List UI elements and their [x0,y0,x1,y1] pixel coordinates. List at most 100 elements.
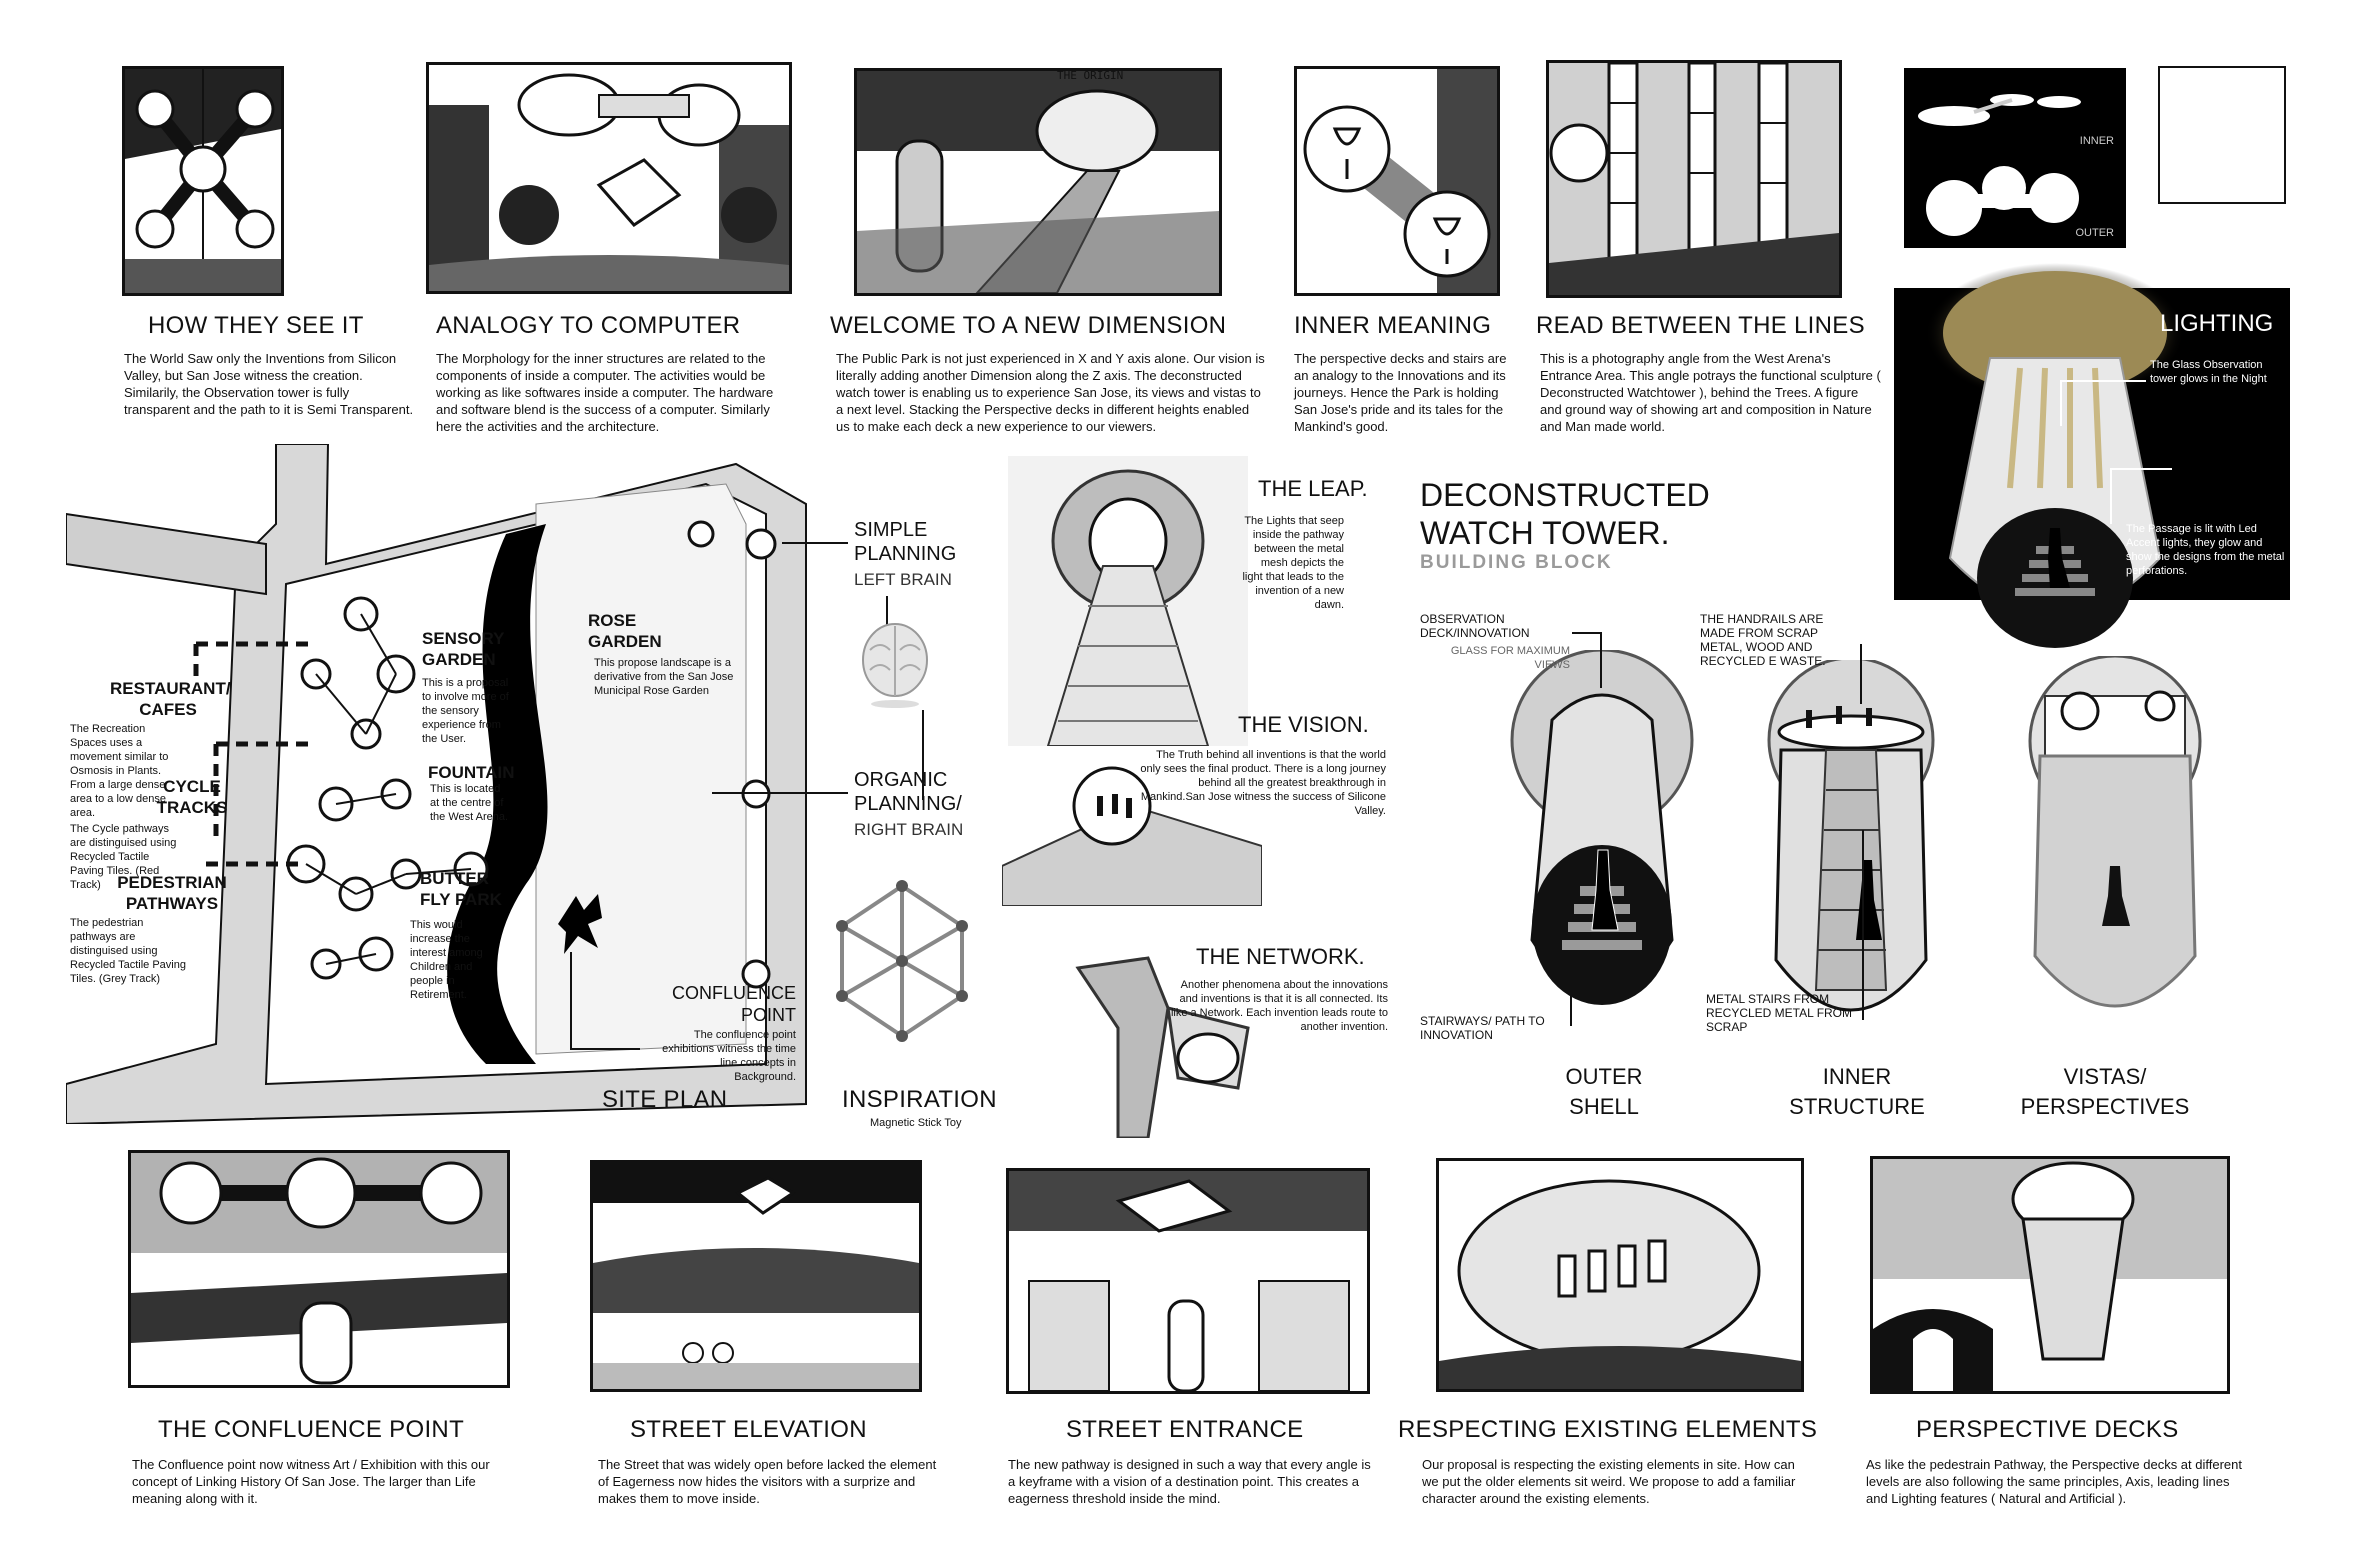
title-site-plan: SITE PLAN [602,1086,728,1113]
sketch-note: THE ORIGIN [1057,69,1124,82]
stairways-label: STAIRWAYS/ PATH TO INNOVATION [1420,1014,1545,1042]
text-confluence: The confluence point exhibitions witness… [662,1029,796,1083]
label-inner-structure: INNER STRUCTURE [1789,1064,1925,1119]
empty-frame [2158,66,2286,204]
inner-structure-illustration [1767,660,1935,1012]
outer-shell-illustration [1510,650,1694,1005]
site-plan-map [66,444,807,1124]
tower-title-2: WATCH TOWER. [1420,515,1670,551]
computer-sketch-icon [429,65,789,291]
title-confluence-point: THE CONFLUENCE POINT [158,1416,465,1443]
tower-subtitle: BUILDING BLOCK [1420,552,1613,573]
sketch-existing-elements [1436,1158,1804,1392]
leader-line [1572,632,1602,634]
metal-stairs-label: METAL STAIRS FROM RECYCLED METAL FROM SC… [1706,992,1853,1034]
sketch-confluence-point [128,1150,510,1388]
street-elevation-sketch-icon [593,1163,919,1389]
title-network: THE NETWORK. [1196,944,1365,969]
trees-sketch-icon [1549,63,1839,295]
label-fountain: FOUNTAIN [428,763,515,782]
desc-new-dimension: The Public Park is not just experienced … [836,351,1265,434]
desc-perspective-decks: As like the pedestrain Pathway, the Pers… [1866,1457,2243,1506]
label-restaurant: RESTAURANT/ CAFES [110,679,231,719]
leader-line [782,542,848,544]
text-sensory: This is a proposal to involve more of th… [422,677,509,745]
perspective-decks-sketch-icon [1873,1159,2227,1391]
vistas-illustration [2028,656,2202,1008]
obs-sub: GLASS FOR MAXIMUM VIEWS [1450,645,1570,671]
text-pedestrian: The pedestrian pathways are distinguised… [70,917,186,985]
existing-elements-sketch-icon [1439,1161,1801,1389]
origin-sketch-icon [857,71,1219,293]
leader-line [922,710,924,800]
title-leap: THE LEAP. [1258,476,1368,501]
title-street-entrance: STREET ENTRANCE [1066,1416,1304,1443]
label-organic-planning: ORGANIC PLANNING/ [854,769,962,815]
inner-outer-panel: INNER OUTER [1904,68,2126,248]
label-outer-shell: OUTER SHELL [1565,1064,1643,1119]
text-restaurant: The Recreation Spaces uses a movement si… [70,723,169,819]
sketch-street-entrance [1006,1168,1370,1394]
desc-inner-meaning: The perspective decks and stairs are an … [1294,351,1507,434]
label-simple-planning: SIMPLE PLANNING [854,519,957,565]
lighting-note-1: The Glass Observation tower glows in the… [2150,359,2267,385]
label-left-brain: LEFT BRAIN [854,570,952,589]
leader-line [2110,468,2172,470]
street-entrance-sketch-icon [1009,1171,1367,1391]
label-right-brain: RIGHT BRAIN [854,820,964,839]
title-existing-elements: RESPECTING EXISTING ELEMENTS [1398,1416,1818,1443]
text-fountain: This is located at the centre of the Wes… [430,783,509,823]
leader-line [2060,380,2146,382]
leader-line [570,1048,640,1050]
title-inner-meaning: INNER MEANING [1294,312,1492,339]
tower-title-1: DECONSTRUCTED [1420,477,1710,513]
obs-label: OBSERVATION DECK/INNOVATION [1420,612,1530,640]
leader-line [1570,970,1572,1026]
desc-confluence-point: The Confluence point now witness Art / E… [132,1457,490,1506]
text-rose: This propose landscape is a derivative f… [594,657,734,697]
atomium-sketch-icon [125,69,281,293]
title-analogy-computer: ANALOGY TO COMPUTER [436,312,741,339]
text-butterfly: This would increase the interest among C… [410,919,483,1001]
sketch-analogy-computer [426,62,792,294]
label-cycle: CYCLE TRACKS [156,777,228,817]
title-perspective-decks: PERSPECTIVE DECKS [1916,1416,2179,1443]
sketch-new-dimension: THE ORIGIN [854,68,1222,296]
title-inspiration: INSPIRATION [842,1086,997,1113]
title-read-between-lines: READ BETWEEN THE LINES [1536,312,1865,339]
outer-label: OUTER [2075,227,2115,239]
leader-line [1862,830,1864,1020]
leap-sketch [1008,456,1248,746]
desc-street-elevation: The Street that was widely open before l… [598,1457,937,1506]
text-cycle: The Cycle pathways are distinguised usin… [70,823,177,891]
desc-existing-elements: Our proposal is respecting the existing … [1422,1457,1796,1506]
sketch-inner-meaning [1294,66,1500,296]
lighting-note-2: The Passage is lit with Led Accent light… [2126,523,2285,577]
label-rose: ROSE GARDEN [588,611,662,651]
leader-line [2060,380,2062,426]
lighting-tower-illustration [1925,263,2185,648]
desc-street-entrance: The new pathway is designed in such a wa… [1008,1457,1371,1506]
title-vision: THE VISION. [1238,712,1369,737]
confluence-sketch-icon [131,1153,507,1385]
desc-read-between-lines: This is a photography angle from the Wes… [1540,351,1881,434]
text-vision: The Truth behind all inventions is that … [1140,749,1386,817]
sub-inspiration: Magnetic Stick Toy [870,1117,962,1129]
text-leap: The Lights that seep inside the pathway … [1242,515,1344,611]
chalice-sketch-icon [1297,69,1497,293]
sketch-read-between-lines [1546,60,1842,298]
leader-line [2110,468,2112,524]
desc-how-they-see-it: The World Saw only the Inventions from S… [124,351,414,417]
network-sketch [1075,956,1250,1138]
leader-line [1600,632,1602,688]
desc-analogy-computer: The Morphology for the inner structures … [436,351,774,434]
title-new-dimension: WELCOME TO A NEW DIMENSION [830,312,1227,339]
label-sensory: SENSORY GARDEN [422,629,505,669]
leader-line [1860,644,1862,704]
label-confluence: CONFLUENCE POINT [671,983,796,1025]
leader-line [570,952,572,1048]
inner-label: INNER [2079,135,2114,147]
vision-sketch [1002,766,1262,906]
label-vistas: VISTAS/ PERSPECTIVES [2020,1064,2190,1119]
magnetic-stick-toy-icon [836,880,968,1042]
